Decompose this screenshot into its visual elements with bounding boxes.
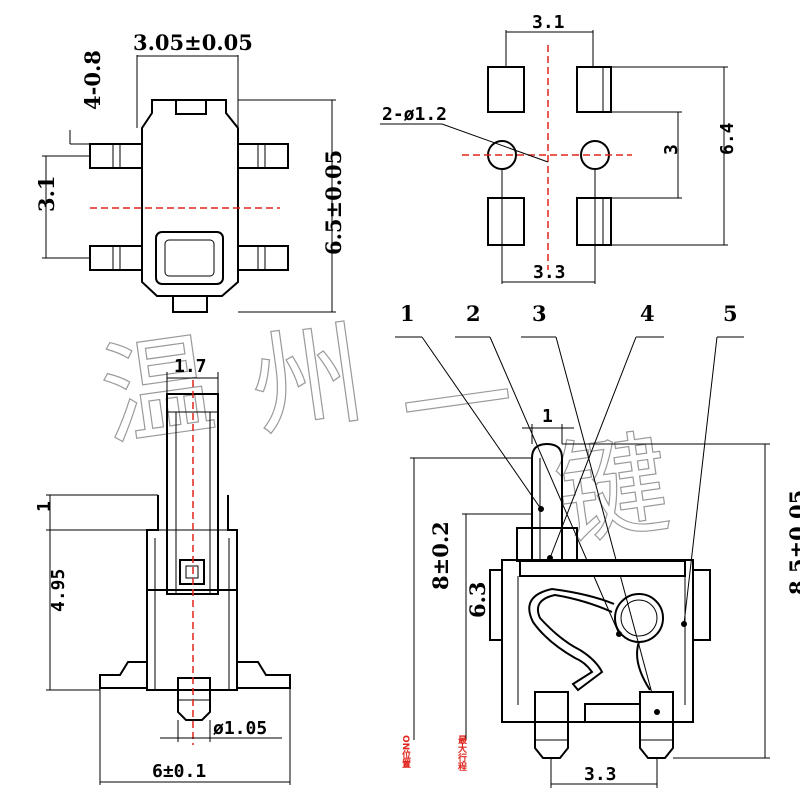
watermark-char-1: 温 [93,319,222,463]
pad-top-right [576,66,612,113]
pin-top-right [237,143,289,169]
pcb-dim-inner: 3 [661,144,682,155]
side-view-base-notch [584,703,641,723]
part-number-1: 1 [400,301,415,326]
part-number-5: 5 [723,301,738,326]
watermark-char-4: 键 [548,418,677,562]
side-view-dim-height: 8.5±0.05 [785,490,800,595]
pad-bottom-right [576,197,612,246]
front-view-dim-width: 6±0.1 [152,761,206,782]
side-view-spring [528,587,615,692]
front-view: 1.7 1 4.95 ø1.05 6±0.1 [34,356,291,785]
front-view-dim-post: ø1.05 [213,718,267,739]
pad-bottom-left [487,197,525,246]
terminal-right-upper [639,691,674,723]
top-view-actuator [155,231,224,285]
side-view-actuator [531,442,563,560]
top-view-body [141,99,239,297]
side-view-dim-pitch: 3.3 [584,764,617,785]
top-view-dim-width: 3.05±0.05 [133,30,253,55]
top-view-dim-pitch: 3.1 [34,175,59,212]
note-on-position: ON位置 [400,735,411,769]
side-view: 1 2 3 4 5 [395,301,800,788]
side-view-dim-total: 8±0.2 [428,521,453,590]
pcb-layout: 3.1 2-ø1.2 3 6.4 3.3 [380,12,738,284]
pin-bottom-left [89,245,143,271]
side-view-dim-actuator: 1 [542,406,553,427]
side-view-spring-coil [614,593,664,643]
top-view-dim-pin: 4-0.8 [80,50,105,110]
part-number-3: 3 [532,301,547,326]
top-view-actuator-inner [164,239,215,277]
note-max-travel: 最大行程 [456,734,468,772]
front-view-window [179,559,205,585]
part-number-4: 4 [640,301,655,326]
front-view-dim-body: 4.95 [48,569,69,612]
part-number-2: 2 [466,301,481,326]
pcb-dim-top: 3.1 [532,12,565,33]
side-view-dim-mid: 6.3 [465,581,490,618]
front-view-leg-left [99,661,147,689]
pcb-dim-bottom: 3.3 [533,262,566,283]
top-view-tab-bottom [172,295,208,313]
pin-bottom-right [237,245,289,271]
pcb-dim-hole: 2-ø1.2 [382,104,447,125]
top-view-tab-top [175,99,207,115]
watermark-char-3: 一 [393,334,522,478]
top-view: 3.05±0.05 4-0.8 3.1 6.5±0.05 [34,30,346,313]
watermark-char-2: 州 [243,309,372,453]
front-view-dim-actuator: 1.7 [174,356,207,377]
pcb-dim-outer: 6.4 [717,122,738,155]
front-view-post [177,677,211,721]
top-view-pins [89,143,289,271]
pad-top-left [487,66,525,113]
side-view-clip-right [693,569,711,641]
top-view-dim-height: 6.5±0.05 [321,150,346,255]
front-view-leg-right [237,661,291,689]
front-view-dim-travel: 1 [34,501,55,512]
side-view-top-plate [519,560,686,577]
side-view-clip-left [489,569,502,641]
terminal-left-upper [534,691,569,723]
pin-top-left [89,143,143,169]
watermark: 温 州 一 键 [93,308,678,563]
front-view-body [146,495,238,691]
